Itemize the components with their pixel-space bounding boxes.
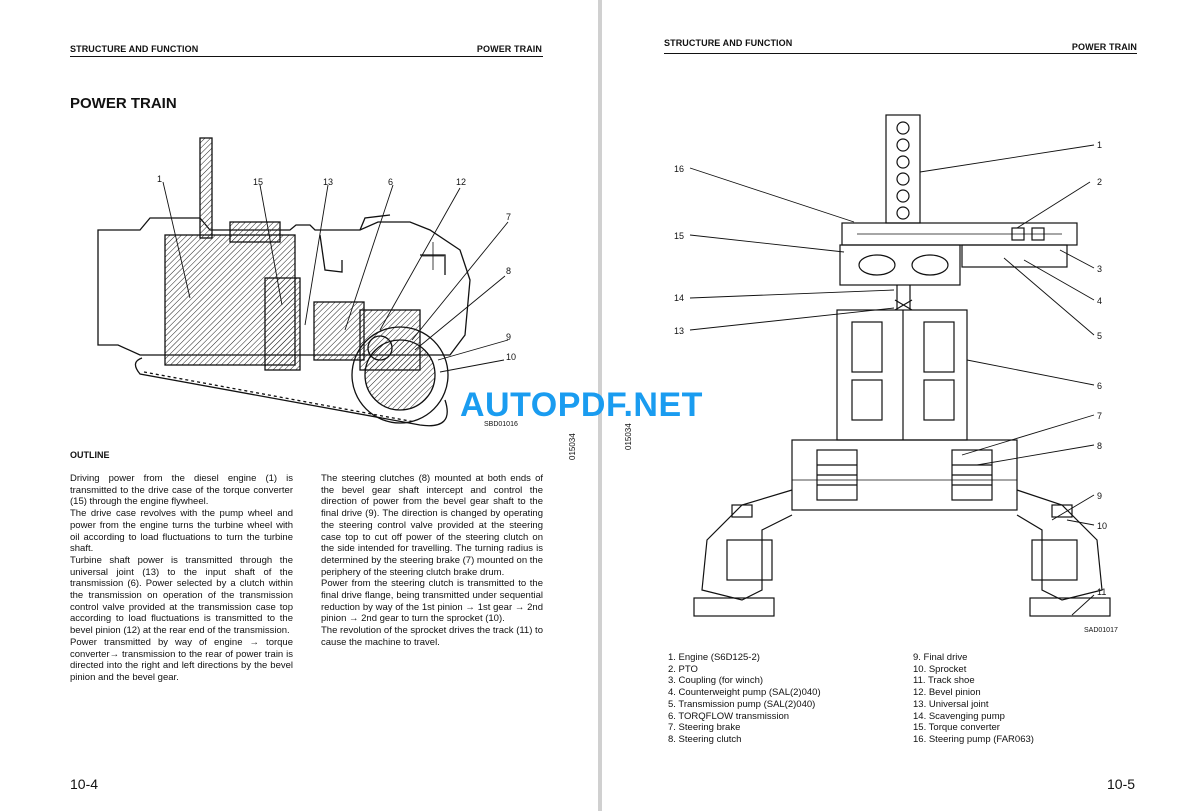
- callout-12: 12: [456, 177, 466, 187]
- header-rule: [664, 53, 1137, 54]
- legend-item: 12. Bevel pinion: [913, 687, 981, 699]
- legend-item: 11. Track shoe: [913, 675, 975, 687]
- callout-11: 11: [1097, 587, 1106, 597]
- outline-column-2: The steering clutches (8) mounted at bot…: [321, 473, 543, 649]
- callout-13: 13: [674, 326, 684, 336]
- callout-15: 15: [253, 177, 263, 187]
- figure-code-left: SBD01016: [484, 421, 518, 428]
- legend-item: 5. Transmission pump (SAL(2)040): [668, 698, 816, 710]
- callout-15: 15: [674, 231, 684, 241]
- header-left-section: POWER TRAIN: [1071, 42, 1137, 52]
- paragraph: The drive case revolves with the pump wh…: [70, 508, 293, 555]
- legend-item: 6. TORQFLOW transmission: [668, 710, 790, 722]
- callout-7: 7: [506, 212, 511, 222]
- paragraph: Turbine shaft power is transmitted throu…: [70, 554, 293, 637]
- outline-heading: OUTLINE: [70, 450, 110, 460]
- paragraph: Driving power from the diesel engine (1)…: [70, 473, 293, 508]
- callout-8: 8: [1097, 441, 1102, 451]
- legend-item: 13. Universal joint: [913, 698, 989, 710]
- legend-item: 8. Steering clutch: [668, 733, 742, 745]
- callout-2: 2: [1097, 177, 1102, 187]
- callout-9: 9: [506, 332, 511, 342]
- legend-item: 10. Sprocket: [913, 663, 967, 675]
- callout-1: 1: [157, 174, 162, 184]
- legend-item: 9. Final drive: [913, 652, 968, 663]
- power-train-schematic: 16 15 14 13 1 2 3 4 5 6 7 8 9 10 11 SAD0…: [674, 114, 1118, 634]
- callout-9: 9: [1097, 491, 1102, 501]
- figure-code-right: SAD01017: [1084, 627, 1118, 634]
- callout-1: 1: [1097, 140, 1102, 150]
- paragraph: Power transmitted by way of engine → tor…: [70, 636, 293, 683]
- page-gutter: [598, 0, 602, 811]
- side-number-left: 015034: [568, 433, 577, 460]
- callout-10: 10: [506, 352, 516, 362]
- callout-8: 8: [506, 266, 511, 276]
- legend-item: 15. Torque converter: [913, 722, 1000, 734]
- paragraph: The revolution of the sprocket drives th…: [321, 625, 543, 648]
- legend-item: 3. Coupling (for winch): [668, 675, 764, 687]
- header-left-section: POWER TRAIN: [476, 44, 542, 54]
- page-left: STRUCTURE AND FUNCTION POWER TRAIN POWER…: [0, 0, 598, 811]
- paragraph: The steering clutches (8) mounted at bot…: [321, 473, 543, 578]
- side-view-diagram: 1 15 13 6 12 7 8 9 10 SBD01016: [97, 137, 518, 428]
- callout-4: 4: [1097, 296, 1102, 306]
- header-rule: [70, 56, 543, 57]
- header-left-title: STRUCTURE AND FUNCTION: [664, 38, 793, 48]
- header-left-title: STRUCTURE AND FUNCTION: [70, 44, 199, 54]
- legend-item: 1. Engine (S6D125-2): [668, 652, 760, 663]
- legend-column-1: 1. Engine (S6D125-2) 2. PTO 3. Coupling …: [668, 652, 821, 746]
- watermark: AUTOPDF.NET: [460, 386, 703, 424]
- callout-6: 6: [388, 177, 393, 187]
- legend-item: 4. Counterweight pump (SAL(2)040): [668, 687, 821, 699]
- legend-item: 2. PTO: [668, 663, 698, 675]
- callout-10: 10: [1097, 521, 1107, 531]
- legend-column-2: 9. Final drive 10. Sprocket 11. Track sh…: [913, 652, 1034, 746]
- callout-3: 3: [1097, 264, 1102, 274]
- page-number-right: 10-5: [1107, 776, 1136, 792]
- page-title: POWER TRAIN: [70, 95, 177, 112]
- callout-5: 5: [1097, 331, 1102, 341]
- legend-item: 7. Steering brake: [668, 722, 741, 734]
- callout-13: 13: [323, 177, 333, 187]
- callout-14: 14: [674, 293, 684, 303]
- outline-column-1: Driving power from the diesel engine (1)…: [70, 473, 293, 684]
- legend-item: 14. Scavenging pump: [913, 710, 1005, 722]
- callout-16: 16: [674, 164, 684, 174]
- paragraph: Power from the steering clutch is transm…: [321, 578, 543, 625]
- page-right: STRUCTURE AND FUNCTION POWER TRAIN 01503…: [602, 0, 1200, 811]
- callout-7: 7: [1097, 411, 1102, 421]
- callout-6: 6: [1097, 381, 1102, 391]
- page-number-left: 10-4: [70, 776, 99, 792]
- legend-item: 16. Steering pump (FAR063): [913, 733, 1034, 745]
